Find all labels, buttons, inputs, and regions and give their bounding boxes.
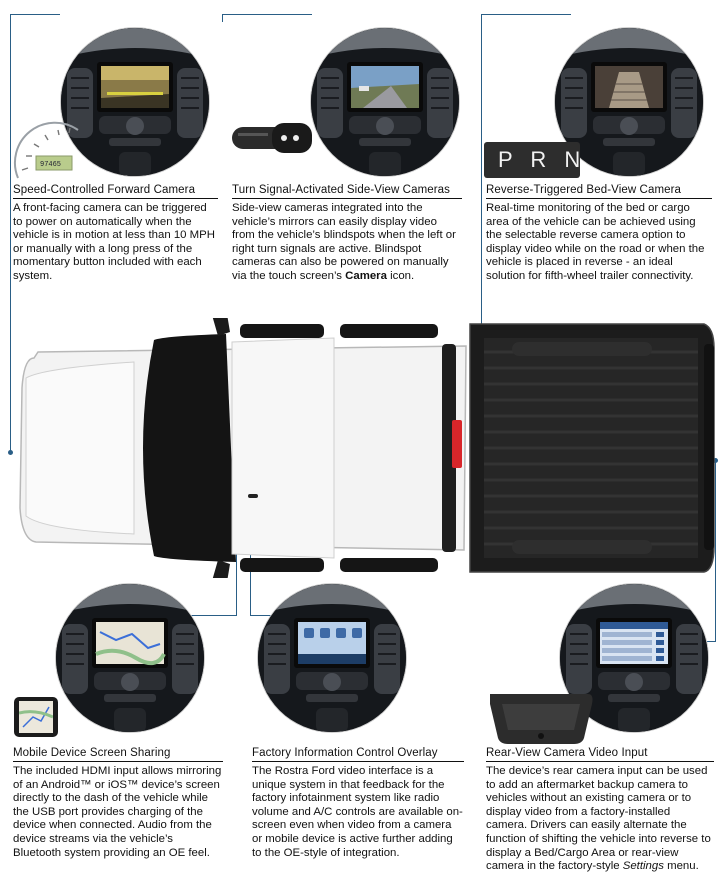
connector-line <box>715 460 716 642</box>
dashboard-thumbnail-control-overlay <box>258 584 406 732</box>
connector-line <box>222 14 312 15</box>
feature-control-overlay: Factory Information Control Overlay The … <box>252 747 464 860</box>
feature-rear-view-input: Rear-View Camera Video Input The device’… <box>486 747 714 874</box>
feature-description: Real-time monitoring of the bed or cargo… <box>486 202 705 282</box>
feature-description: The Rostra Ford video interface is a uni… <box>252 765 463 859</box>
feature-title: Reverse-Triggered Bed-View Camera <box>486 184 712 199</box>
speedometer-gauge <box>12 112 82 180</box>
gear-selector: P R N <box>484 142 580 178</box>
feature-description: Side-view cameras integrated into the ve… <box>232 202 456 282</box>
cluster-readout: 97465 <box>40 161 62 169</box>
smartphone <box>14 697 58 737</box>
dashboard-thumbnail-side-cameras <box>311 28 459 176</box>
connector-line <box>222 14 223 22</box>
feature-title: Mobile Device Screen Sharing <box>13 747 223 762</box>
turn-signal-stalk <box>232 115 314 165</box>
pickup-truck-top-view <box>14 318 722 578</box>
feature-title: Speed-Controlled Forward Camera <box>13 184 218 199</box>
feature-side-cameras: Turn Signal-Activated Side-View Cameras … <box>232 184 462 284</box>
dashboard-thumbnail-screen-sharing <box>56 584 204 732</box>
settings-menu-label: Settings <box>622 860 664 873</box>
feature-screen-sharing: Mobile Device Screen Sharing The include… <box>13 747 223 860</box>
connector-line <box>170 615 237 616</box>
feature-title: Factory Information Control Overlay <box>252 747 464 762</box>
connector-line <box>10 14 11 452</box>
connector-dot <box>713 458 718 463</box>
gear-selector-label: P R N <box>498 147 587 172</box>
connector-line <box>250 615 278 616</box>
feature-bed-camera: Reverse-Triggered Bed-View Camera Real-t… <box>486 184 712 284</box>
phone-screen-map <box>18 701 54 733</box>
feature-description: A front-facing camera can be triggered t… <box>13 202 215 282</box>
feature-description: The device’s rear camera input can be us… <box>486 765 711 873</box>
dashboard-thumbnail-forward-camera <box>61 28 209 176</box>
connector-line <box>481 14 571 15</box>
connector-line <box>481 14 482 452</box>
connector-dot <box>8 450 13 455</box>
feature-title: Turn Signal-Activated Side-View Cameras <box>232 184 462 199</box>
feature-title: Rear-View Camera Video Input <box>486 747 714 762</box>
feature-forward-camera: Speed-Controlled Forward Camera A front-… <box>13 184 218 284</box>
camera-icon-label: Camera <box>345 269 387 282</box>
tailgate-camera-handle <box>488 686 594 746</box>
feature-description: The included HDMI input allows mirroring… <box>13 765 222 859</box>
connector-line <box>10 14 60 15</box>
